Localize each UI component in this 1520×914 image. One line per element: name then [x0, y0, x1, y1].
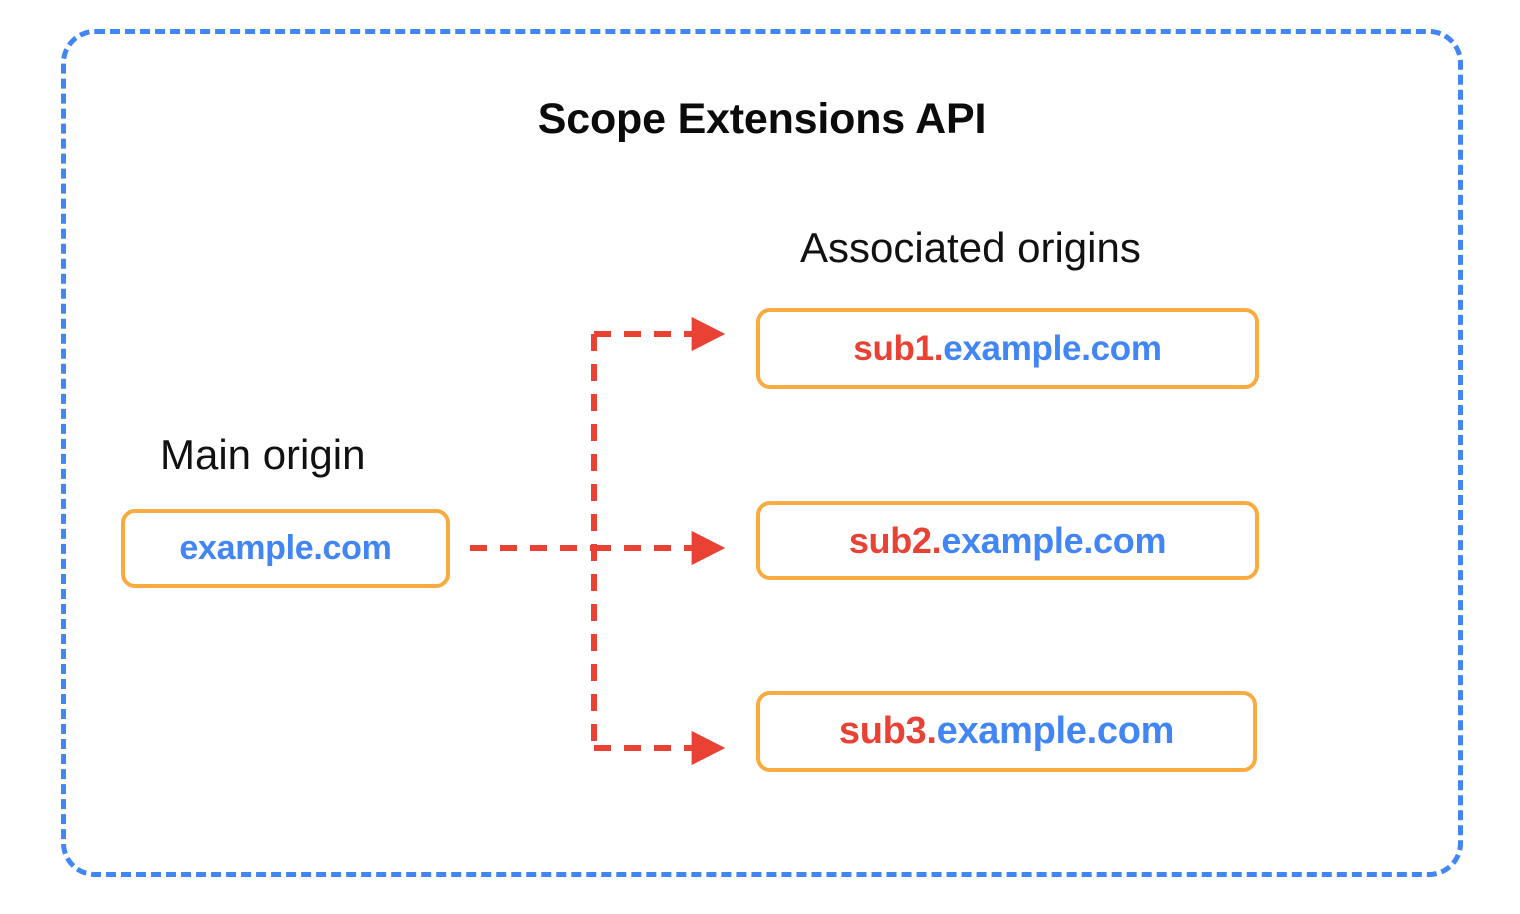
origin-host-sub3: example.com — [936, 710, 1175, 752]
page-title-text: Scope Extensions API — [537, 95, 987, 143]
associated-origins-label: Associated origins — [800, 224, 1141, 271]
origin-host-sub1: example.com — [943, 328, 1162, 368]
origin-box-sub2[interactable]: sub2.example.com — [756, 501, 1259, 580]
origin-subdomain-sub2: sub2. — [848, 519, 942, 561]
origin-subdomain-sub3: sub3. — [838, 710, 937, 752]
origin-box-main[interactable]: example.com — [121, 509, 450, 588]
origin-box-sub3[interactable]: sub3.example.com — [756, 691, 1257, 772]
page-title: Scope Extensions API — [0, 95, 1520, 143]
origin-box-sub1[interactable]: sub1.example.com — [756, 308, 1259, 389]
scope-boundary-frame — [61, 29, 1463, 877]
origin-subdomain-sub1: sub1. — [853, 328, 944, 368]
main-origin-label: Main origin — [160, 431, 366, 478]
origin-host-main: example.com — [179, 529, 392, 567]
origin-host-sub2: example.com — [941, 519, 1167, 561]
